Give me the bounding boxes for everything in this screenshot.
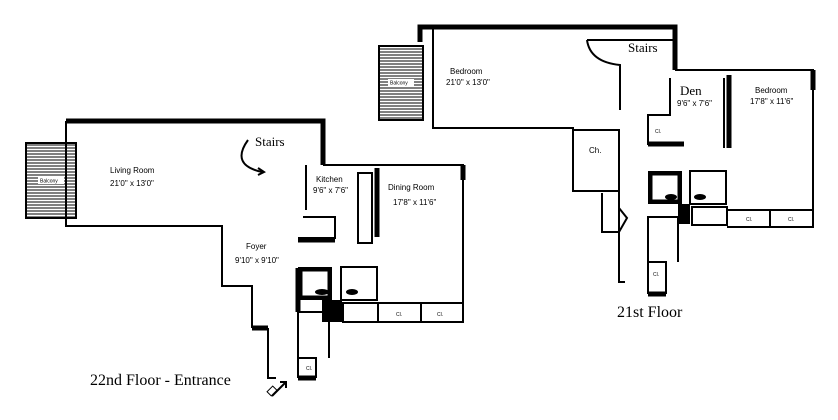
bedroom2-name: Bedroom	[755, 86, 788, 95]
closet-label: Cl.	[788, 217, 794, 223]
living-room-dimensions: 21'0" x 13'0"	[110, 179, 154, 188]
floor-21-plan	[378, 24, 816, 297]
closet-label: Cl.	[746, 217, 752, 223]
den-name: Den	[680, 83, 702, 98]
floor-22-plan	[25, 118, 466, 397]
closet-ch-label: Ch.	[589, 146, 601, 155]
stairs-label-22: Stairs	[255, 134, 285, 149]
balcony-label-22: Balcony	[40, 179, 58, 185]
closet-label: Cl.	[306, 366, 312, 372]
closet-label: Cl.	[653, 272, 659, 278]
bedroom1-dimensions: 21'0" x 13'0"	[446, 78, 490, 87]
foyer-dimensions: 9'10" x 9'10"	[235, 256, 279, 265]
stairs-label-21: Stairs	[628, 40, 658, 55]
kitchen-dimensions: 9'6" x 7'6"	[313, 186, 348, 195]
balcony-label-21: Balcony	[390, 81, 408, 87]
closet-label: Cl.	[437, 312, 443, 318]
foyer-name: Foyer	[246, 242, 267, 251]
closet-label: Cl.	[396, 312, 402, 318]
bedroom2-dimensions: 17'8" x 11'6"	[750, 97, 793, 106]
floor-21-caption: 21st Floor	[617, 304, 683, 321]
floor-22-caption: 22nd Floor - Entrance	[90, 372, 231, 389]
dining-room-dimensions: 17'8" x 11'6"	[393, 198, 436, 207]
dining-room-name: Dining Room	[388, 183, 435, 192]
bedroom1-name: Bedroom	[450, 67, 483, 76]
living-room-name: Living Room	[110, 166, 155, 175]
kitchen-name: Kitchen	[316, 175, 343, 184]
closet-label: Cl.	[655, 129, 661, 135]
den-dimensions: 9'6" x 7'6"	[677, 99, 712, 108]
